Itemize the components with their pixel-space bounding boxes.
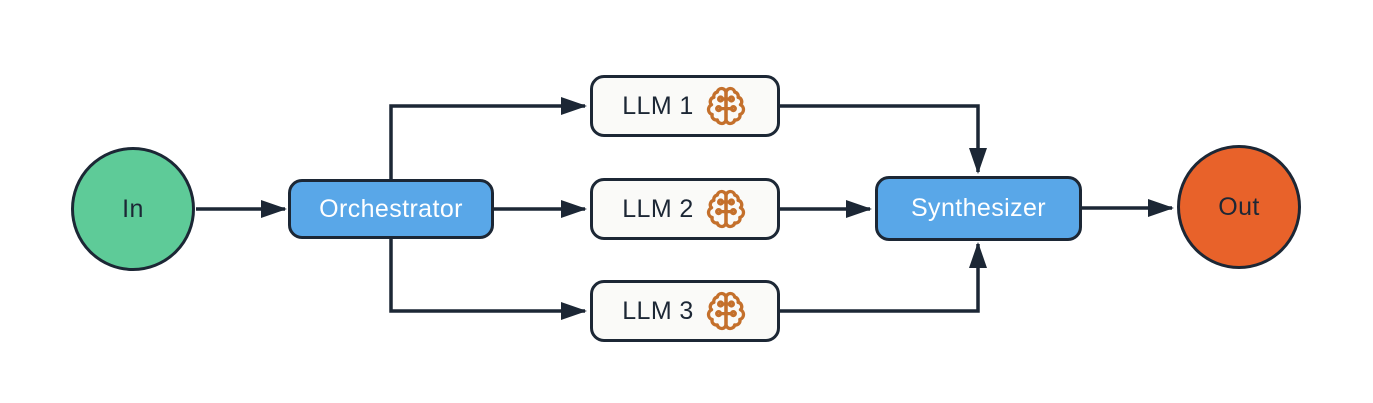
brain-icon xyxy=(706,291,745,331)
edge-llm1-synthesizer xyxy=(780,104,987,174)
node-llm1-label: LLM 1 xyxy=(622,91,694,120)
node-llm2: LLM 2 xyxy=(590,178,780,240)
node-llm2-label: LLM 2 xyxy=(622,194,694,223)
node-in: In xyxy=(71,147,195,271)
brain-icon xyxy=(706,189,745,229)
node-out: Out xyxy=(1177,145,1301,269)
brain-icon xyxy=(706,86,745,126)
node-orchestrator: Orchestrator xyxy=(288,179,494,239)
node-llm3: LLM 3 xyxy=(590,280,780,342)
node-synthesizer: Synthesizer xyxy=(875,176,1082,241)
node-synthesizer-label: Synthesizer xyxy=(910,194,1046,222)
node-out-label: Out xyxy=(1218,192,1260,221)
edge-orchestrator-llm1 xyxy=(389,97,587,179)
edge-orchestrator-llm3 xyxy=(389,239,587,320)
node-llm3-label: LLM 3 xyxy=(622,296,694,325)
node-llm1: LLM 1 xyxy=(590,75,780,137)
edge-llm3-synthesizer xyxy=(780,242,987,313)
node-in-label: In xyxy=(122,194,144,223)
node-orchestrator-label: Orchestrator xyxy=(319,194,463,223)
